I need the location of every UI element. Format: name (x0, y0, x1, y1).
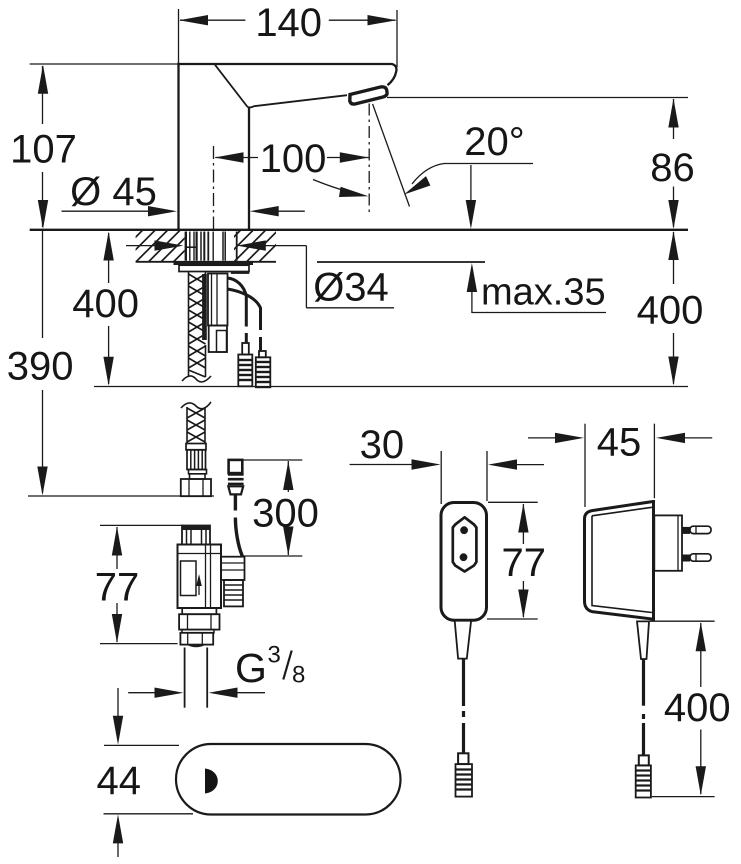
svg-text:400: 400 (72, 282, 139, 326)
svg-text:Ø 45: Ø 45 (70, 170, 157, 214)
svg-text:100: 100 (260, 137, 327, 181)
svg-text:400: 400 (664, 686, 731, 730)
svg-text:77: 77 (95, 566, 140, 610)
svg-text:3: 3 (268, 642, 281, 669)
svg-text:86: 86 (650, 146, 695, 190)
svg-text:8: 8 (292, 662, 305, 689)
svg-text:G: G (235, 645, 267, 691)
svg-text:140: 140 (255, 1, 322, 45)
svg-text:30: 30 (360, 423, 405, 467)
svg-text:45: 45 (597, 421, 642, 465)
svg-text:390: 390 (7, 345, 74, 389)
svg-text:max.35: max.35 (481, 272, 606, 314)
svg-text:20°: 20° (464, 120, 525, 164)
svg-text:300: 300 (252, 492, 319, 536)
svg-text:Ø34: Ø34 (313, 266, 389, 310)
svg-text:44: 44 (97, 759, 142, 803)
svg-text:107: 107 (10, 128, 77, 172)
svg-text:400: 400 (637, 289, 704, 333)
svg-text:77: 77 (502, 541, 547, 585)
